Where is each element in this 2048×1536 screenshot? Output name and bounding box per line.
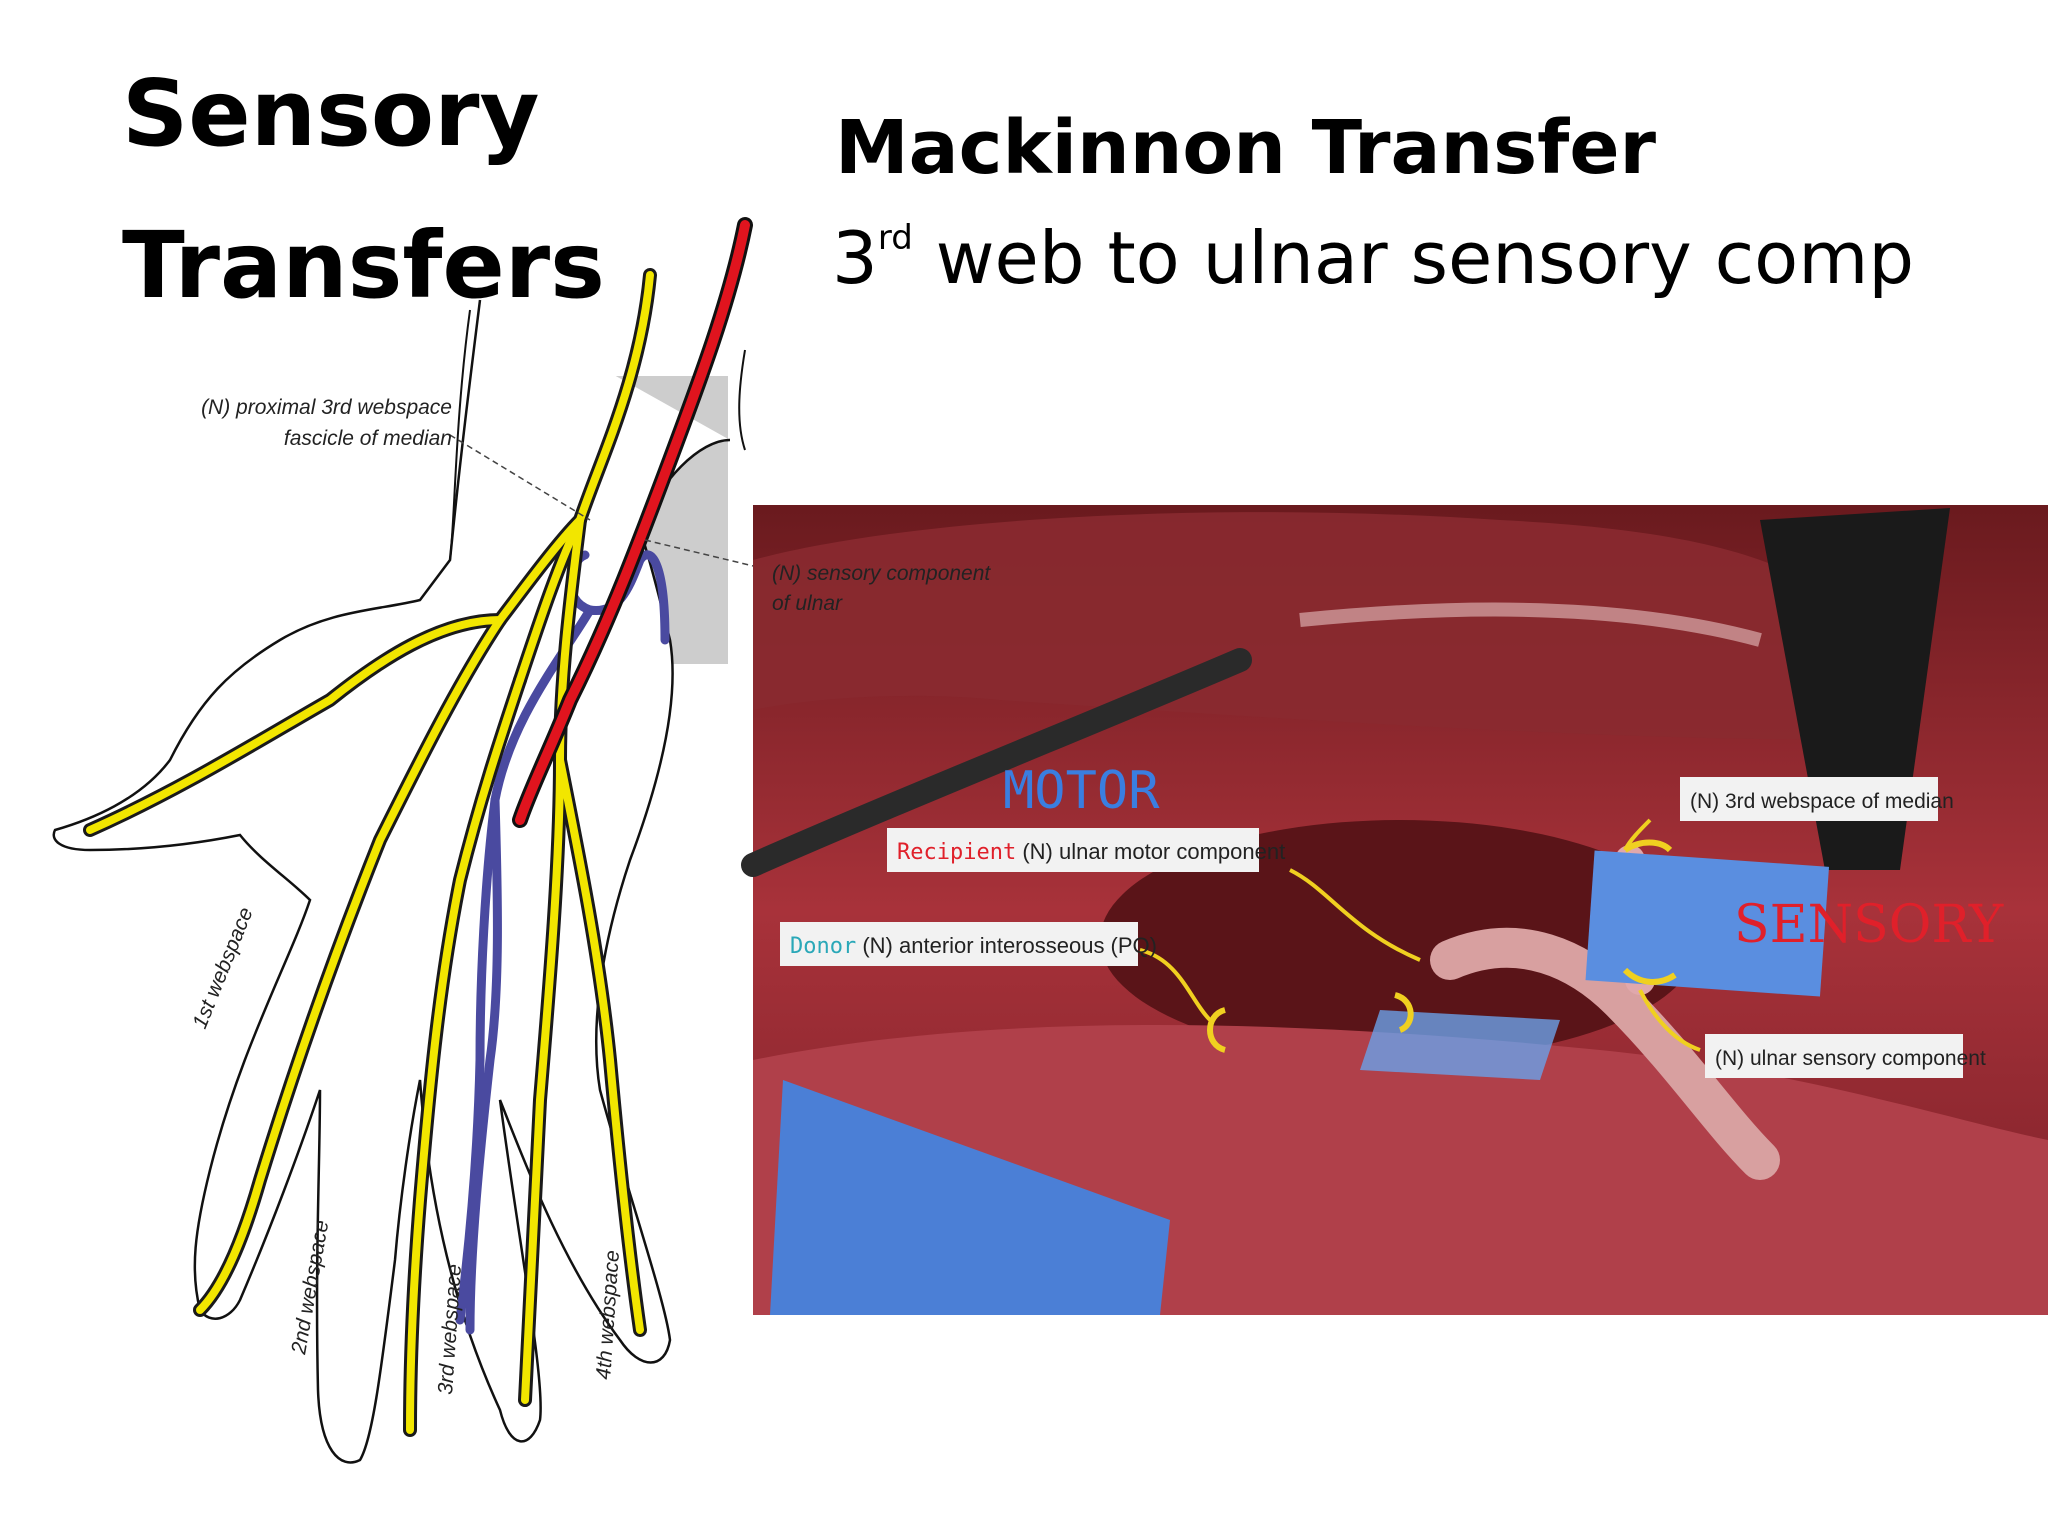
subline-text: web to ulnar sensory comp	[912, 216, 1915, 300]
slide-title: Sensory Transfers	[122, 38, 605, 342]
recipient-callout-text: Recipient (N) ulnar motor component	[897, 839, 1285, 865]
slide-subline: 3rd web to ulnar sensory comp	[832, 210, 1914, 306]
leader-proximal	[449, 434, 591, 521]
photo-blue-drape-left	[770, 1080, 1170, 1315]
photo-surgical-instrument	[741, 648, 1252, 877]
donor-callout-text: Donor (N) anterior interosseous (PQ)	[790, 933, 1157, 959]
forearm-line-left	[449, 309, 471, 561]
slide-title-line1: Sensory	[122, 60, 540, 167]
photo-nerve-bundle	[1430, 927, 1780, 1180]
recipient-callout-box	[887, 828, 1259, 872]
forearm-line-right	[738, 349, 746, 451]
label-proximal-3rd-webspace-line2: fascicle of median	[284, 427, 452, 450]
donor-callout-box	[780, 922, 1138, 966]
median-callout-text: (N) 3rd webspace of median	[1690, 790, 1954, 813]
photo-background	[753, 505, 2048, 1315]
donor-description: (N) anterior interosseous (PQ)	[856, 933, 1157, 958]
recipient-tag: Recipient	[897, 840, 1016, 865]
photo-tendon-sheen	[1299, 602, 1762, 647]
ulnar-sensory-callout-box	[1705, 1034, 1963, 1078]
leader-sensory	[644, 539, 771, 571]
photo-callout-lines	[1139, 818, 1701, 1052]
photo-lower-muscle	[753, 1025, 2048, 1315]
slide-title-line2: Transfers	[122, 212, 605, 319]
donor-tag: Donor	[790, 934, 856, 959]
photo-motor-label: MOTOR	[1003, 761, 1160, 821]
slide-subtitle: Mackinnon Transfer	[835, 105, 1657, 191]
artery	[515, 220, 750, 825]
label-webspace-3: 3rd webspace	[434, 1263, 466, 1395]
subline-number: 3	[832, 216, 878, 300]
photo-blue-drape-right	[1585, 850, 1830, 997]
photo-nerve-bundle-2	[1615, 845, 1660, 995]
photo-dark-black-shape	[1760, 508, 1950, 870]
label-proximal-3rd-webspace-line1: (N) proximal 3rd webspace	[201, 396, 452, 419]
ulnar-sensory-callout-text: (N) ulnar sensory component	[1715, 1047, 1986, 1070]
label-sensory-component-ulnar-line2: of ulnar	[772, 592, 843, 615]
recipient-description: (N) ulnar motor component	[1016, 839, 1285, 864]
photo-blue-drape-mid	[1360, 1010, 1560, 1080]
subline-ordinal: rd	[877, 218, 913, 258]
hand-nerve-diagram: (N) proximal 3rd webspace fascicle of me…	[52, 217, 771, 1464]
photo-brackets	[1207, 839, 1677, 1053]
label-webspace-1: 1st webspace	[188, 904, 257, 1032]
photo-sensory-label: SENSORY	[1734, 895, 2004, 955]
median-callout-box	[1680, 777, 1938, 821]
label-sensory-component-ulnar-line1: (N) sensory component	[772, 562, 991, 585]
photo-deep-tissue	[1100, 820, 1700, 1060]
photo-upper-muscle	[753, 512, 1860, 740]
